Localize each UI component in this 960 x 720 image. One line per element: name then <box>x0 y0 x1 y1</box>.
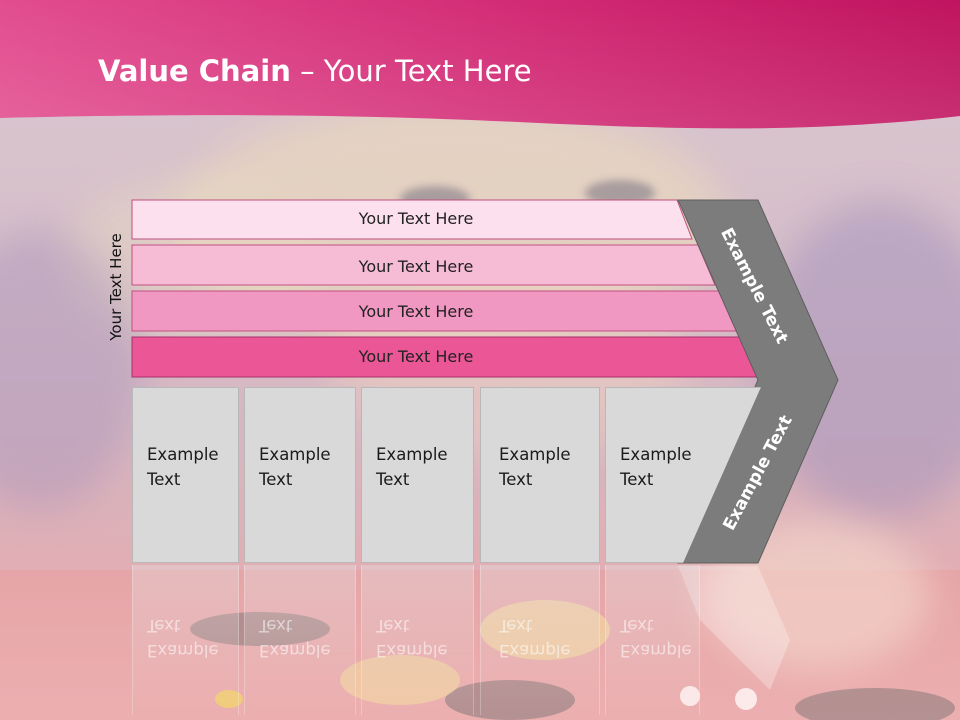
box-line: Text <box>499 470 533 489</box>
reflection-line: Example <box>499 641 571 660</box>
support-bar-label: Your Text Here <box>358 209 474 228</box>
box-line: Text <box>620 470 654 489</box>
box-reflection: Example Text <box>244 565 356 715</box>
reflection-line: Text <box>376 616 410 635</box>
box-reflection: Example Text <box>132 565 239 715</box>
box-line: Text <box>147 470 181 489</box>
box-line: Example <box>499 445 571 464</box>
box-line: Example <box>376 445 448 464</box>
box-reflection: Example Text <box>605 565 700 715</box>
box-line: Example <box>620 445 692 464</box>
reflection-line: Example <box>376 641 448 660</box>
support-bar-label: Your Text Here <box>358 302 474 321</box>
box-line: Text <box>376 470 410 489</box>
box-line: Text <box>259 470 293 489</box>
box-reflection: Example Text <box>480 565 600 715</box>
reflection-line: Text <box>620 616 654 635</box>
box-line: Example <box>259 445 331 464</box>
support-bar-label: Your Text Here <box>358 347 474 366</box>
reflection-line: Text <box>259 616 293 635</box>
support-bar-label: Your Text Here <box>358 257 474 276</box>
reflection-line: Text <box>499 616 533 635</box>
box-reflection: Example Text <box>361 565 474 715</box>
reflection-line: Example <box>620 641 692 660</box>
title-bold: Value Chain <box>98 54 291 88</box>
margin-arrow-reflection <box>678 566 790 690</box>
reflection-line: Example <box>147 641 219 660</box>
support-bar-2 <box>131 244 716 286</box>
reflection-line: Text <box>147 616 181 635</box>
header-band: Value Chain – Your Text Here <box>0 0 960 140</box>
page-title: Value Chain – Your Text Here <box>98 54 532 88</box>
box-line: Example <box>147 445 219 464</box>
support-bar-1 <box>131 199 693 240</box>
reflection-line: Example <box>259 641 331 660</box>
title-rest: – Your Text Here <box>290 54 532 88</box>
